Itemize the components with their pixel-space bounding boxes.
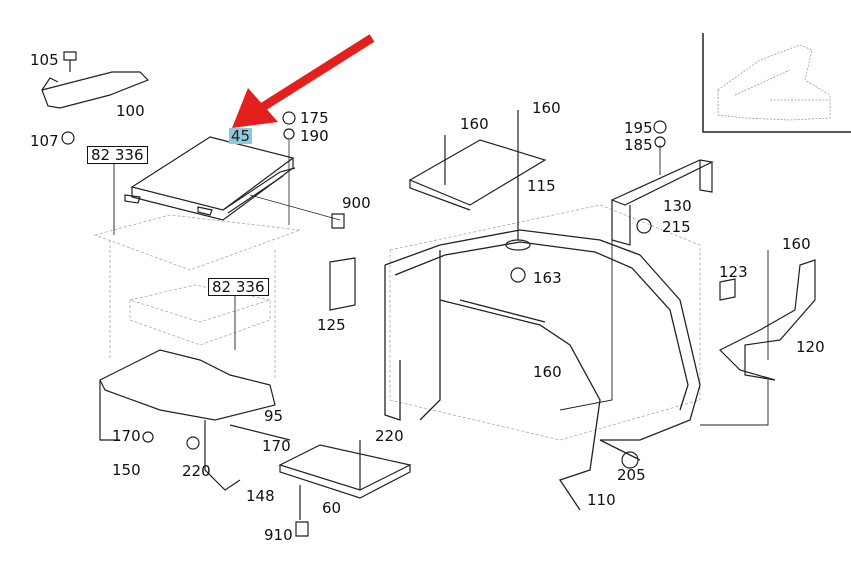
part-label-170: 170 xyxy=(112,427,141,445)
part-label-205: 205 xyxy=(617,466,646,484)
part-label-60: 60 xyxy=(322,499,342,517)
part-label-910: 910 xyxy=(264,526,293,544)
part-label-195: 195 xyxy=(624,119,653,137)
part-label-107: 107 xyxy=(30,132,59,150)
part-label-190: 190 xyxy=(300,127,329,145)
part-125 xyxy=(329,257,356,311)
part-label-45-highlighted: 45 xyxy=(229,127,253,145)
part-label-220: 220 xyxy=(182,462,211,480)
part-label-125: 125 xyxy=(317,316,346,334)
part-label-160: 160 xyxy=(460,115,489,133)
part-label-110: 110 xyxy=(587,491,616,509)
bracket-130 xyxy=(610,159,714,246)
inset-frame xyxy=(702,33,851,133)
part-label-123: 123 xyxy=(719,263,748,281)
part-label-175: 175 xyxy=(300,109,329,127)
part-label-900: 900 xyxy=(342,194,371,212)
frame-110 xyxy=(384,229,701,511)
part-label-160: 160 xyxy=(532,99,561,117)
part-label-160: 160 xyxy=(533,363,562,381)
part-label-130: 130 xyxy=(663,197,692,215)
part-label-148: 148 xyxy=(246,487,275,505)
part-label-215: 215 xyxy=(662,218,691,236)
part-label-95: 95 xyxy=(264,407,284,425)
part-label-100: 100 xyxy=(116,102,145,120)
part-label-185: 185 xyxy=(624,136,653,154)
reference-box-82336-2: 82 336 xyxy=(208,278,269,296)
part-label-150: 150 xyxy=(112,461,141,479)
part-label-160: 160 xyxy=(782,235,811,253)
part-label-163: 163 xyxy=(533,269,562,287)
part-label-105: 105 xyxy=(30,51,59,69)
reference-box-82336: 82 336 xyxy=(87,146,148,164)
part-label-115: 115 xyxy=(527,177,556,195)
bracket-115 xyxy=(408,139,547,211)
part-label-170: 170 xyxy=(262,437,291,455)
part-label-220: 220 xyxy=(375,427,404,445)
bracket-120 xyxy=(718,259,816,381)
red-arrow-indicator xyxy=(232,34,375,128)
inset-vehicle-sketch xyxy=(717,44,831,121)
base-plate-95 xyxy=(99,349,276,421)
bracket-100 xyxy=(41,71,150,109)
plate-60 xyxy=(278,444,412,499)
control-unit-45 xyxy=(124,136,296,221)
part-label-120: 120 xyxy=(796,338,825,356)
